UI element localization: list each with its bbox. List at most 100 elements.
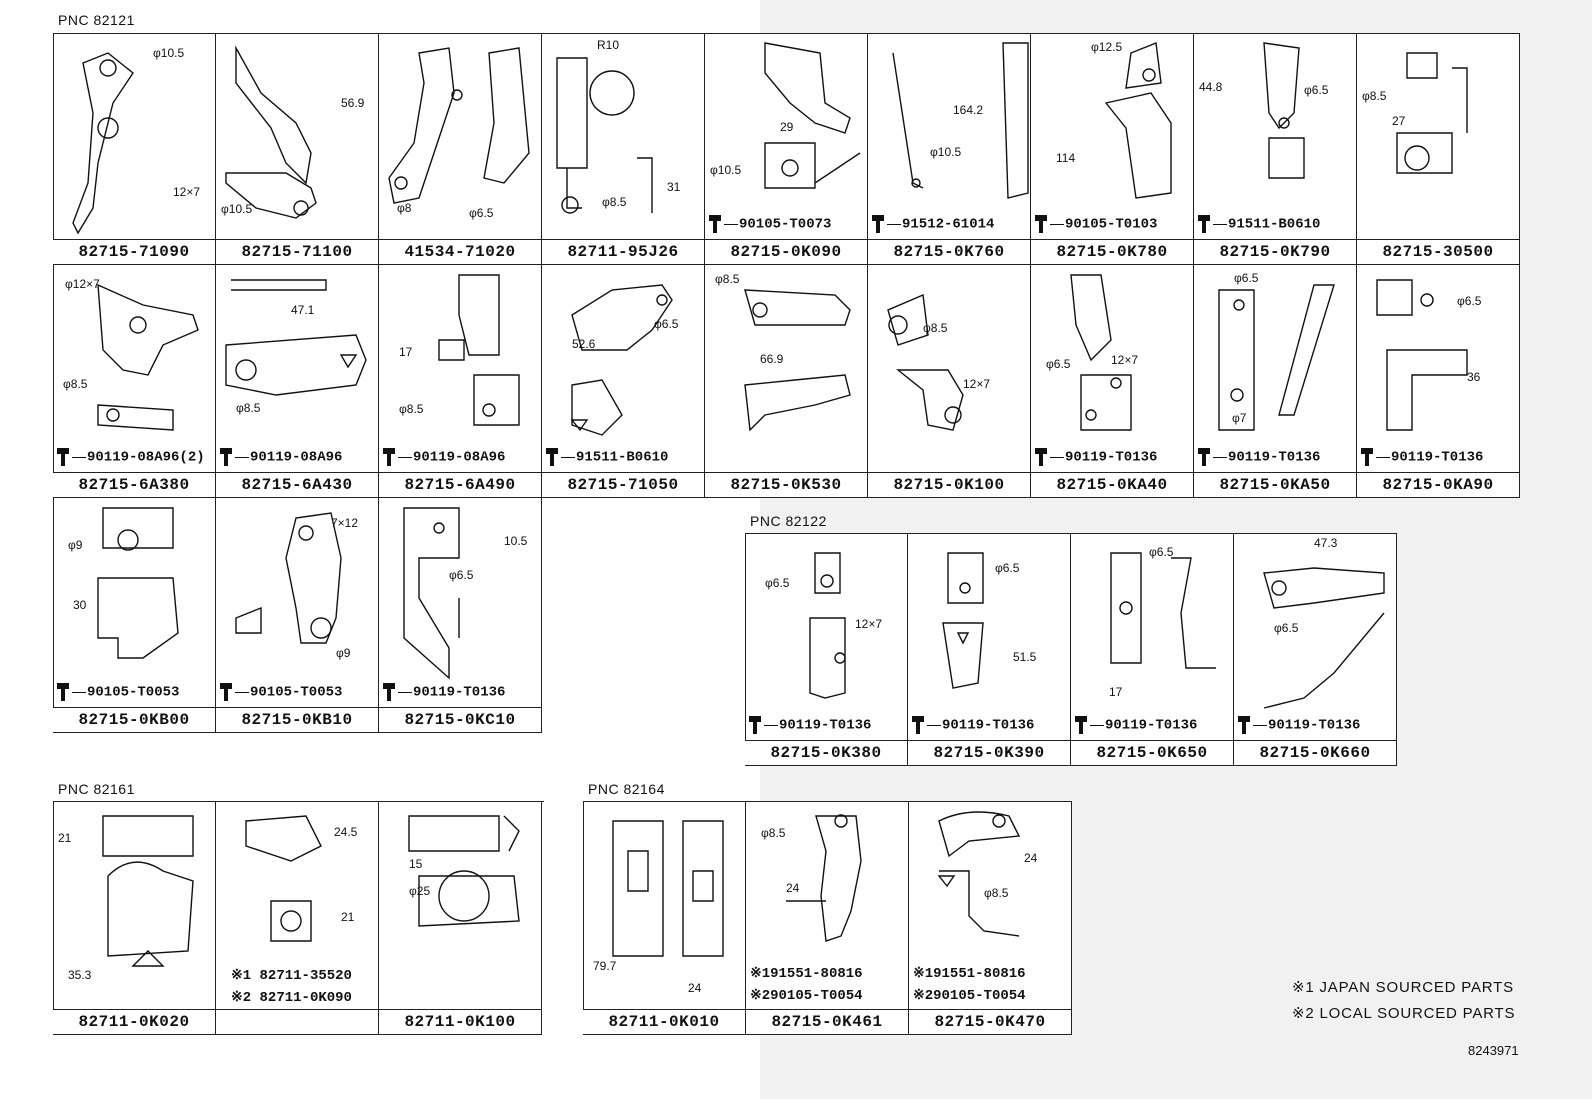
dimension-label: φ8.5 (399, 402, 424, 416)
bracket-drawing (235, 512, 342, 644)
bracket-outline (102, 507, 174, 549)
bolt-number-text: 91511-B0610 (1228, 216, 1321, 233)
bolt-hole (589, 70, 635, 116)
dimension-label: 17 (1109, 685, 1123, 699)
dimension-label: φ6.5 (995, 561, 1020, 575)
bracket-drawing (408, 815, 520, 927)
bolt-part-number: 91511-B0610 (1197, 215, 1320, 233)
bracket-drawing (225, 45, 317, 219)
bolt-icon (708, 215, 722, 233)
bracket-outline (809, 617, 846, 699)
bracket-drawing (612, 820, 724, 957)
dimension-label: 79.7 (593, 959, 617, 973)
part-number: 82715-0K650 (1071, 740, 1233, 765)
dimension-label: φ8.5 (984, 886, 1009, 900)
bolt-hole (451, 89, 463, 101)
bolt-hole (1085, 409, 1097, 421)
bolt-icon (1197, 448, 1211, 466)
bolt-part-number: 90119-T0136 (1197, 448, 1320, 466)
dimension-label: 24 (688, 981, 702, 995)
bolt-hole (888, 315, 908, 335)
bracket-outline (1263, 42, 1300, 130)
dimension-label: 7×12 (331, 516, 359, 530)
bolt-hole (129, 316, 147, 334)
bolt-part-number: 90119-T0136 (1360, 448, 1483, 466)
dimension-label: φ9 (68, 538, 83, 552)
leader-line (1090, 724, 1104, 726)
part-number: 82711-95J26 (542, 239, 704, 264)
bracket-drawing (72, 52, 134, 235)
dimension-label: φ6.5 (1304, 83, 1329, 97)
part-number: 82715-0K530 (705, 472, 867, 497)
dimension-label: φ6.5 (1046, 357, 1071, 371)
grid-82121-row1 (53, 33, 1520, 265)
bracket-outline (570, 419, 589, 432)
dimension-label: 31 (667, 180, 681, 194)
bracket-outline (107, 861, 194, 957)
bracket-outline (764, 142, 816, 189)
dimension-label: 10.5 (504, 534, 528, 548)
bracket-drawing (1104, 42, 1172, 199)
dimension-label: φ6.5 (654, 317, 679, 331)
dimension-label: φ10.5 (930, 145, 962, 159)
bracket-outline (744, 289, 851, 326)
bracket-outline (1218, 289, 1255, 431)
dimension-label: 24 (786, 881, 800, 895)
bolt-part-number: 90119-T0136 (1237, 716, 1360, 734)
part-cell: 79.7 24 82711-0K010 (583, 801, 746, 1035)
leader-line (927, 724, 941, 726)
part-number: 82711-0K010 (583, 1009, 745, 1034)
leader-line (235, 456, 249, 458)
bolt-icon (911, 716, 925, 734)
bolt-number-text: 90105-T0103 (1065, 216, 1158, 233)
bracket-drawing (570, 284, 673, 436)
bolt-part-number: 90119-T0136 (382, 683, 505, 701)
dimension-label: 12×7 (963, 377, 991, 391)
part-number: 41534-71020 (379, 239, 541, 264)
bolt-hole (656, 294, 668, 306)
dimension-label: φ8.5 (236, 401, 261, 415)
bracket-outline (612, 820, 664, 957)
dimension-label: φ8.5 (715, 272, 740, 286)
bolt-icon (382, 448, 396, 466)
bolt-part-number: 90105-T0103 (1034, 215, 1157, 233)
bolt-number-text: 90119-T0136 (1065, 449, 1158, 466)
bracket-outline (571, 379, 623, 436)
bracket-drawing (388, 47, 530, 204)
dimension-label: 56.9 (341, 96, 365, 110)
bolt-hole (394, 176, 408, 190)
dimension-label: 24.5 (334, 825, 358, 839)
dimension-label: 51.5 (1013, 650, 1037, 664)
leader-line (724, 223, 738, 225)
bracket-outline (1080, 374, 1132, 431)
bolt-icon (1034, 448, 1048, 466)
part-number: 82715-0K100 (868, 472, 1030, 497)
bolt-hole (1420, 293, 1434, 307)
bracket-outline (1070, 274, 1112, 362)
bracket-drawing (556, 57, 653, 214)
part-number: 82715-0KA40 (1031, 472, 1193, 497)
bracket-outline (1125, 42, 1162, 89)
bracket-drawing (1218, 284, 1335, 431)
bolt-part-number: 90119-08A96(2) (56, 448, 205, 466)
bracket-outline (815, 815, 862, 942)
bolt-part-number: 90119-T0136 (748, 716, 871, 734)
leader-line (1050, 456, 1064, 458)
bracket-outline (1452, 67, 1468, 133)
dimension-label: 29 (780, 120, 794, 134)
dimension-label: φ6.5 (1274, 621, 1299, 635)
bolt-part-number: 90119-08A96 (382, 448, 505, 466)
bolt-number-text: 90119-T0136 (779, 717, 872, 734)
leader-line (1213, 223, 1227, 225)
leader-line (72, 691, 86, 693)
bolt-part-number: 90119-T0136 (1074, 716, 1197, 734)
